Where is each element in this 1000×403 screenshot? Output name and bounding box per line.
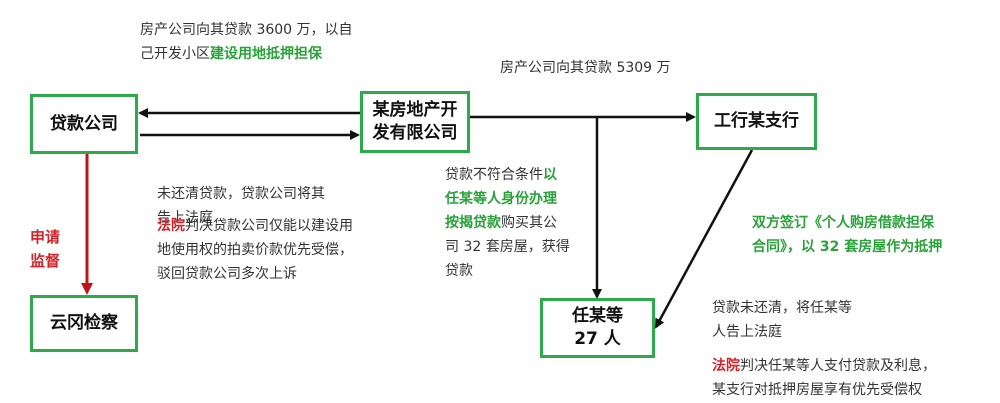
developer-label: 某房地产开 发有限公司 <box>372 100 458 143</box>
note-court-ruling-2: 法院判决任某等人支付贷款及利息， 某支行对抵押房屋享有优先受偿权 <box>712 358 936 398</box>
developer-box: 某房地产开 发有限公司 <box>360 91 470 153</box>
supervision-label: 申请 监督 <box>30 228 61 270</box>
loan-company-box: 贷款公司 <box>30 94 138 154</box>
borrowers-label-line1: 任某等 <box>572 306 623 327</box>
borrowers-label-line2: 27 人 <box>574 329 621 349</box>
procuratorate-box: 云冈检察 <box>30 295 138 352</box>
note-developer-loan-from-bank: 房产公司向其贷款 5309 万 <box>500 60 671 76</box>
bank-label: 工行某支行 <box>714 111 799 132</box>
note-bank-sues: 贷款未还清，将任某等 人告上法庭 <box>712 300 852 340</box>
loan-company-label: 贷款公司 <box>50 113 118 134</box>
bank-box: 工行某支行 <box>696 93 817 150</box>
borrowers-box: 任某等 27 人 <box>540 298 655 358</box>
note-guarantee-contract: 双方签订《个人购房借款担保 合同》，以 32 套房屋作为抵押 <box>752 215 943 255</box>
note-court-ruling-1: 法院判决贷款公司仅能以建设用地使用权的拍卖价款优先受偿，驳回贷款公司多次上诉 <box>157 218 353 282</box>
procuratorate-label: 云冈检察 <box>50 313 118 334</box>
note-developer-loan-from-loan-company: 房产公司向其贷款 3600 万，以自 己开发小区建设用地抵押担保 <box>140 22 353 62</box>
note-mortgage-fraud: 贷款不符合条件以 任某等人身份办理 按揭贷款购买其公 司 32 套房屋，获得 贷… <box>445 167 570 279</box>
arrow-bank-to-borrowers <box>654 149 754 329</box>
note-loan-company-sues: 未还清贷款，贷款公司将其 告上法庭 <box>157 186 325 226</box>
